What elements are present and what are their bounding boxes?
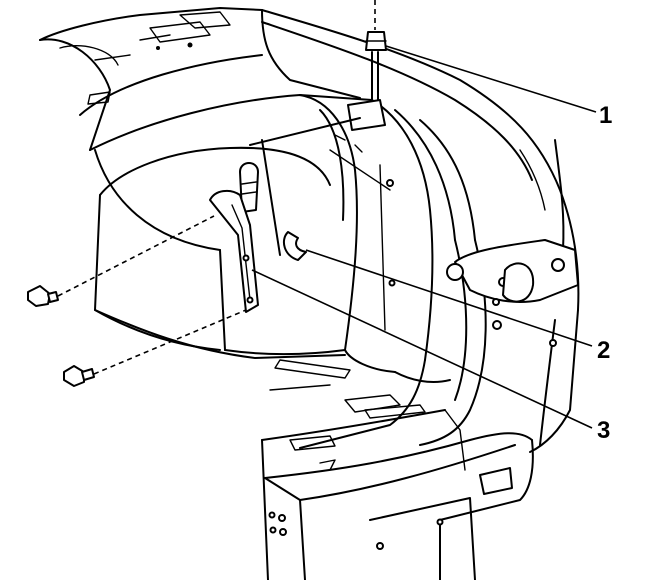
leader-line-3 — [251, 269, 593, 429]
part-2-clip — [282, 231, 307, 261]
wheel-well — [94, 94, 476, 373]
callout-1: 1 — [599, 102, 612, 129]
callout-3: 3 — [597, 417, 610, 444]
bolt-upper — [27, 215, 215, 307]
quarter-panel — [261, 9, 580, 453]
upper-body-panel — [39, 7, 373, 151]
bolt-lower — [63, 309, 247, 387]
leader-line-1 — [385, 45, 597, 113]
part-1-bracket — [239, 0, 387, 256]
part-3-bracket — [209, 189, 259, 313]
trunk-floor — [94, 194, 451, 451]
callout-2: 2 — [597, 337, 610, 364]
rear-pillar — [299, 239, 579, 449]
leader-line-2 — [305, 249, 593, 347]
rear-sill-panel — [261, 409, 534, 580]
